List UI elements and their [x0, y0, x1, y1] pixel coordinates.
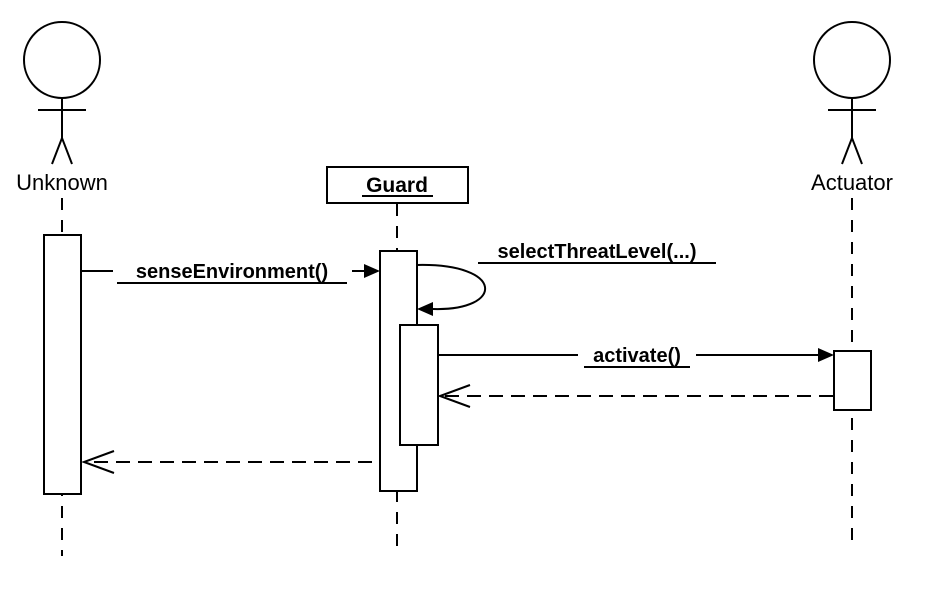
return-activate — [437, 384, 833, 408]
message-select-threat-level: selectThreatLevel(...) — [416, 241, 716, 316]
actor-unknown-label: Unknown — [16, 170, 108, 195]
actor-actuator-head — [813, 21, 891, 99]
message-select-threat-level-label: selectThreatLevel(...) — [498, 241, 697, 263]
actor-unknown-head — [23, 21, 101, 99]
message-select-threat-level-loop — [416, 263, 487, 311]
message-activate-arrowhead — [818, 348, 834, 362]
actor-actuator: Actuator — [811, 21, 893, 195]
actor-unknown-legs — [51, 135, 73, 165]
message-sense-environment-label: senseEnvironment() — [136, 261, 328, 283]
message-sense-environment: senseEnvironment() — [81, 261, 380, 284]
return-activate-arrowhead — [437, 384, 471, 408]
return-sense-environment-arrowhead — [81, 450, 115, 474]
message-select-threat-level-arrowhead — [417, 302, 433, 316]
activation-guard-nested — [399, 324, 439, 446]
object-guard: Guard — [326, 166, 469, 204]
actor-actuator-legs — [841, 135, 863, 165]
object-guard-label: Guard — [366, 174, 428, 197]
return-sense-environment — [81, 450, 372, 474]
message-sense-environment-arrowhead — [364, 264, 380, 278]
message-activate-label: activate() — [593, 345, 681, 367]
actor-actuator-label: Actuator — [811, 170, 893, 195]
activation-unknown — [43, 234, 82, 495]
activation-actuator — [833, 350, 872, 411]
actor-unknown: Unknown — [16, 21, 108, 195]
message-activate: activate() — [438, 345, 834, 368]
